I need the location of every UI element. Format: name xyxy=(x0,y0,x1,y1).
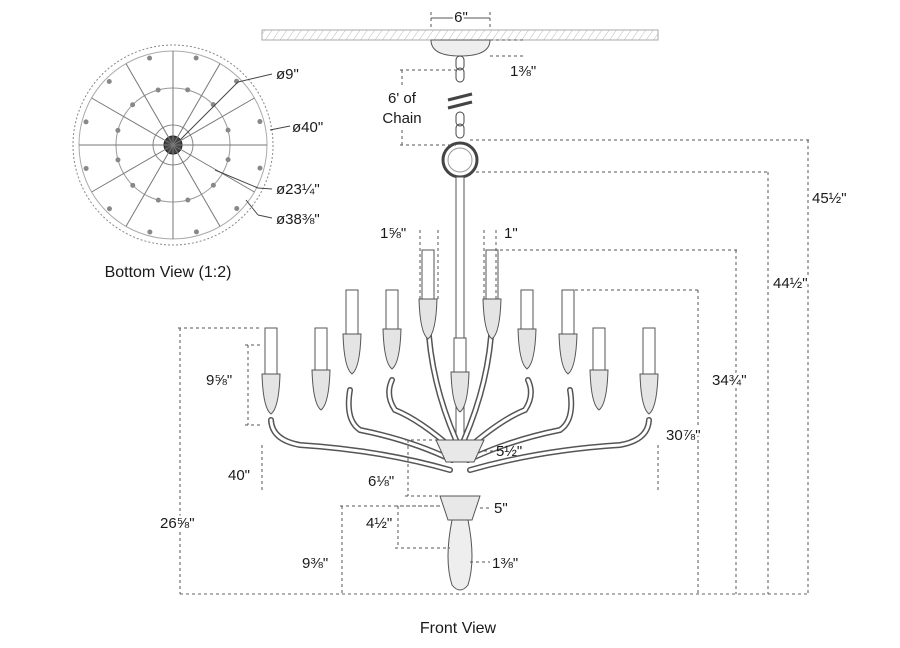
arm-end-dot xyxy=(130,102,136,108)
dim-d9: ø9" xyxy=(276,66,299,83)
dim-canopy-height: 1⅜" xyxy=(510,63,536,80)
spoke xyxy=(91,144,174,193)
candle-cup xyxy=(382,328,402,370)
chain-label-line1: 6' of xyxy=(388,90,417,107)
arm-end-dot xyxy=(185,87,191,93)
candle-cup xyxy=(311,369,331,411)
upper-bobeche xyxy=(435,439,485,463)
dim-width: 40" xyxy=(228,467,250,484)
candle-sleeve xyxy=(642,327,656,381)
dim-bobeche-upper: 5½" xyxy=(496,443,522,460)
candle-cup xyxy=(558,333,578,375)
spoke xyxy=(91,97,174,146)
arm-end-dot xyxy=(147,229,153,235)
dim-overall: 45½" xyxy=(812,190,847,207)
dim-socket-b: 1" xyxy=(504,225,518,242)
dim-mid-tier: 30⅞" xyxy=(666,427,701,444)
spoke xyxy=(172,97,255,146)
dim-bobeche-lower: 5" xyxy=(494,500,508,517)
spoke xyxy=(172,63,221,146)
arm-end-dot xyxy=(83,119,89,125)
lower-bobeche xyxy=(439,495,481,521)
arm-end-dot xyxy=(106,78,112,84)
arm-end-dot xyxy=(193,229,199,235)
candle-cup xyxy=(418,298,438,340)
arm-end-dot xyxy=(130,182,136,188)
candle-cup xyxy=(342,333,362,375)
candle-sleeve xyxy=(345,289,359,341)
arm-end-dot xyxy=(225,127,231,133)
dim-lower-gap: 4½" xyxy=(366,515,392,532)
candle-cup xyxy=(482,298,502,340)
candle-cup xyxy=(589,369,609,411)
candle-cup xyxy=(450,371,470,413)
arm-end-dot xyxy=(234,206,240,212)
dim-d23: ø23¼" xyxy=(276,181,320,198)
bottom-view-caption: Bottom View (1:2) xyxy=(105,264,232,281)
spoke xyxy=(172,144,255,193)
candle-sleeve xyxy=(592,327,606,377)
arm-end-dot xyxy=(257,165,263,171)
arm-end-dot xyxy=(257,119,263,125)
candle-cup xyxy=(517,328,537,370)
arm-end-dot xyxy=(225,157,231,163)
candle-sleeve xyxy=(421,249,435,306)
arms-highlight xyxy=(269,318,651,472)
ceiling xyxy=(261,29,659,41)
bottom-view xyxy=(72,44,274,246)
dim-finial-height: 9⅜" xyxy=(302,555,328,572)
arm-end-dot xyxy=(147,55,153,61)
front-view-caption: Front View xyxy=(420,620,497,637)
candle-sleeve xyxy=(520,289,534,336)
arm-end-dot xyxy=(83,165,89,171)
arm-end-dot xyxy=(185,197,191,203)
canopy xyxy=(430,39,491,57)
dim-top-tier: 34¾" xyxy=(712,372,747,389)
candle-sleeve xyxy=(561,289,575,341)
candles xyxy=(261,249,659,415)
dim-lower-tier: 26⅝" xyxy=(160,515,195,532)
arm-end-dot xyxy=(106,206,112,212)
candle-sleeve xyxy=(385,289,399,336)
candle-sleeve xyxy=(314,327,328,377)
dim-canopy-width: 6" xyxy=(454,9,468,26)
arm-end-dot xyxy=(193,55,199,61)
candle-cup xyxy=(639,373,659,415)
dimension-lines xyxy=(178,12,810,594)
arm-ends xyxy=(83,55,263,235)
arm-end-dot xyxy=(155,87,161,93)
dim-to-loop: 44½" xyxy=(773,275,808,292)
chain xyxy=(447,55,473,139)
dim-candle: 9⅝" xyxy=(206,372,232,389)
arm-end-dot xyxy=(210,182,216,188)
bottom-view-leaders xyxy=(179,73,291,219)
chain-label-line2: Chain xyxy=(382,110,421,127)
arm-end-dot xyxy=(115,157,121,163)
spoke xyxy=(125,144,174,227)
dim-socket-a: 1⅝" xyxy=(380,225,406,242)
spoke xyxy=(125,63,174,146)
finial xyxy=(447,519,473,591)
spoke xyxy=(172,144,221,227)
dim-upper-gap: 6⅛" xyxy=(368,473,394,490)
arm-end-dot xyxy=(115,127,121,133)
dim-finial: 1⅜" xyxy=(492,555,518,572)
arm-end-dot xyxy=(155,197,161,203)
outer-ring xyxy=(72,44,274,246)
candle-cup xyxy=(261,373,281,415)
dim-d38: ø38⅜" xyxy=(276,211,320,228)
candle-sleeve xyxy=(264,327,278,381)
spokes xyxy=(79,51,267,239)
dim-d40: ø40" xyxy=(292,119,323,136)
